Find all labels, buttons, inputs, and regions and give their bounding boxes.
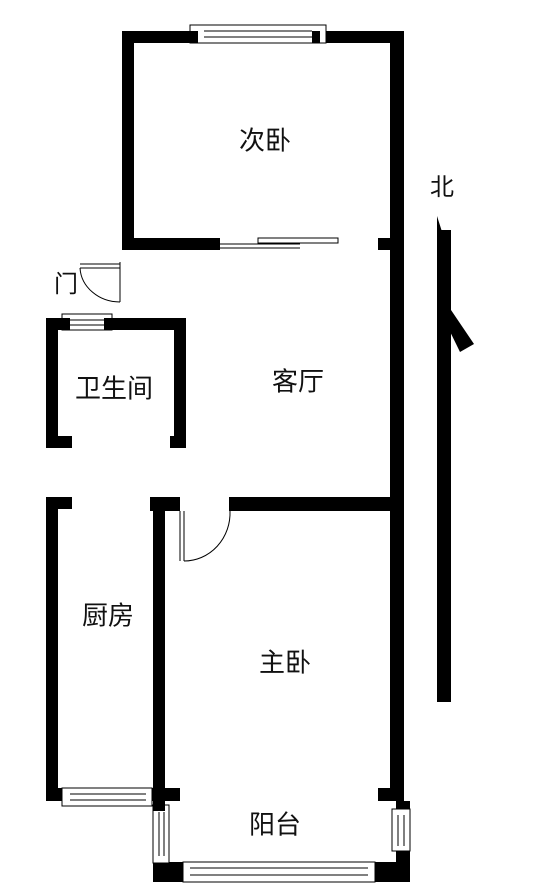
wall-bath-top-right <box>108 318 186 330</box>
wall-top-right <box>318 31 404 43</box>
window-bathroom <box>61 313 113 331</box>
window-kitchen <box>61 787 153 807</box>
wall-balcony-bottom <box>153 862 185 882</box>
wall-bath-right <box>174 318 186 448</box>
wall-middle-partition <box>153 497 165 882</box>
wall-kitchen-stub <box>46 497 72 509</box>
wall-balcony-right-top <box>396 801 410 811</box>
room-label-second-bedroom: 次卧 <box>239 127 291 157</box>
wall-top-left <box>122 31 198 43</box>
wall-stub-right <box>378 238 394 250</box>
wall-master-stub-left <box>150 788 180 801</box>
master-bedroom-door <box>179 510 231 562</box>
room-label-living-room: 客厅 <box>272 368 324 398</box>
north-arrow-icon <box>437 216 474 702</box>
wall-kitchen-bottom <box>46 788 66 801</box>
wall-bedroom2-left <box>122 31 134 250</box>
wall-bath-stub-left <box>46 436 72 448</box>
entrance-door <box>79 262 121 303</box>
entrance-label: 门 <box>54 270 78 298</box>
wall-right <box>390 31 404 801</box>
window-balcony-right <box>391 808 411 852</box>
wall-kitchen-left <box>46 497 58 801</box>
windows <box>61 24 411 883</box>
wall-bath-left <box>46 318 58 446</box>
wall-living-bottom <box>229 497 404 511</box>
room-label-balcony: 阳台 <box>249 811 301 841</box>
walls <box>46 31 410 882</box>
wall-balcony-right-bottom <box>396 848 410 868</box>
room-label-bathroom: 卫生间 <box>75 375 153 405</box>
window-balcony-left <box>152 801 170 864</box>
sliding-door <box>220 237 339 249</box>
wall-middle-top <box>150 497 180 511</box>
window-balcony-bottom <box>182 861 376 883</box>
window-bedroom2 <box>189 24 327 44</box>
wall-bath-stub-right <box>170 436 186 448</box>
room-label-master-bedroom: 主卧 <box>259 649 311 679</box>
compass-label: 北 <box>430 173 454 201</box>
room-label-kitchen: 厨房 <box>82 602 134 632</box>
wall-master-stub-right <box>378 788 404 801</box>
wall-bedroom2-bottom <box>122 238 220 250</box>
